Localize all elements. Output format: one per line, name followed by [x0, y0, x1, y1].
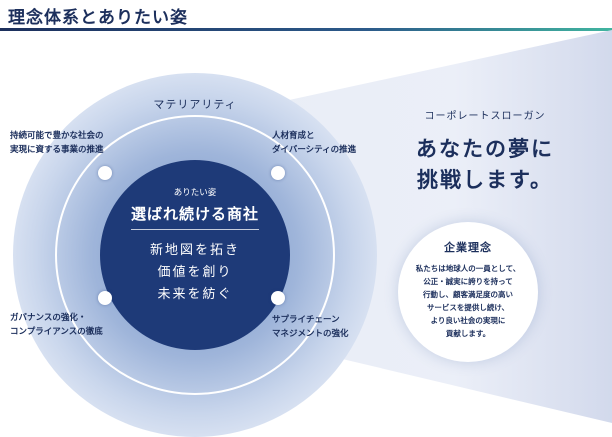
materiality-item-governance: ガバナンスの強化・ コンプライアンスの徹底 — [10, 311, 103, 339]
materiality-ring — [55, 115, 335, 395]
materiality-item-business: 持続可能で豊かな社会の 実現に資する事業の推進 — [10, 129, 104, 157]
materiality-item-line: 持続可能で豊かな社会の — [10, 131, 104, 141]
philosophy-line: より良い社会の実現に — [430, 316, 506, 325]
philosophy-title: 企業理念 — [444, 241, 492, 254]
philosophy-line: 私たちは地球人の一員として、 — [415, 264, 521, 273]
materiality-dot-bottom-right — [271, 291, 285, 305]
philosophy-text: 私たちは地球人の一員として、 公正・誠実に誇りを持って 行動し、顧客満足度の高い… — [398, 262, 538, 340]
philosophy-circle — [398, 222, 538, 362]
vision-line: 未来を紡ぐ — [157, 287, 233, 302]
philosophy-line: 行動し、顧客満足度の高い — [423, 290, 513, 299]
vision-title: 選ばれ続ける商社 — [130, 205, 259, 223]
philosophy-line: サービスを提供し続け、 — [426, 303, 510, 312]
materiality-dot-bottom-left — [98, 291, 112, 305]
materiality-item-line: ガバナンスの強化・ — [10, 313, 87, 323]
vision-divider — [131, 229, 259, 230]
materiality-item-line: サプライチェーン — [272, 315, 340, 325]
page-title: 理念体系とありたい姿 — [8, 8, 188, 28]
philosophy-line: 貢献します。 — [445, 329, 491, 338]
materiality-item-line: 人材育成と — [272, 131, 315, 141]
title-underline — [0, 28, 612, 31]
materiality-dot-top-right — [271, 166, 285, 180]
materiality-item-line: マネジメントの強化 — [272, 329, 349, 339]
materiality-item-diversity: 人材育成と ダイバーシティの推進 — [272, 129, 356, 157]
materiality-title: マテリアリティ — [153, 98, 237, 111]
slogan-line: 挑戦します。 — [417, 168, 553, 192]
materiality-item-supply-chain: サプライチェーン マネジメントの強化 — [272, 313, 349, 341]
materiality-item-line: ダイバーシティの推進 — [272, 145, 357, 155]
slogan-label: コーポレートスローガン — [424, 111, 546, 122]
vision-line: 価値を創り — [157, 265, 233, 280]
materiality-item-line: コンプライアンスの徹底 — [10, 327, 103, 337]
vision-core-circle — [100, 160, 290, 350]
vision-line: 新地図を拓き — [149, 243, 240, 258]
materiality-item-line: 実現に資する事業の推進 — [10, 145, 104, 155]
philosophy-line: 公正・誠実に誇りを持って — [423, 277, 513, 286]
vision-subtitle: ありたい姿 — [173, 188, 217, 198]
slogan-line: あなたの夢に — [416, 137, 554, 161]
materiality-dot-top-left — [98, 166, 112, 180]
